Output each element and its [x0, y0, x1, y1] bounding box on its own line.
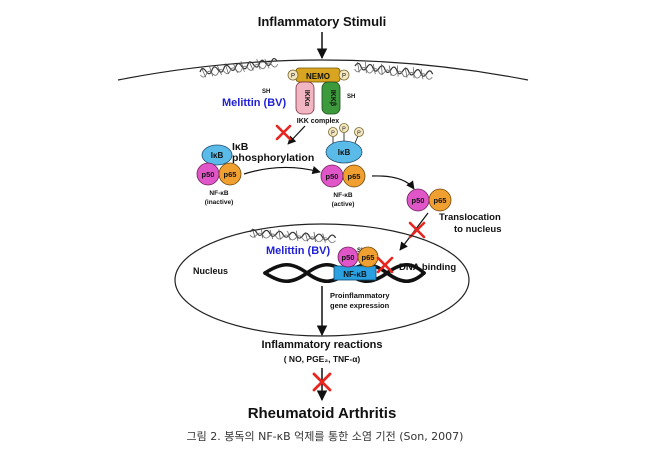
ikk-complex-label: IKK complex	[297, 118, 340, 125]
ikk-beta-label: IKKβ	[329, 90, 336, 107]
ikk-to-ikb-arrow	[287, 125, 306, 145]
nemo-label: NEMO	[306, 72, 330, 81]
p50-free-label: p50	[412, 196, 425, 205]
phosphate-ikb-3	[354, 127, 364, 137]
phosphate-ikb-1	[328, 127, 338, 137]
inactive-label: (inactive)	[205, 199, 234, 206]
p65-bound-label: p65	[362, 253, 375, 262]
melittin-helix-left	[198, 55, 279, 79]
outcome-label: Rheumatoid Arthritis	[248, 405, 397, 422]
melittin-top-label: Melittin (BV)	[222, 97, 286, 109]
p50-inactive-label: p50	[202, 170, 215, 179]
phosphorylation-label: IκB phosphorylation	[232, 141, 314, 164]
nfkb-inactive-label: NF-κB	[209, 190, 228, 197]
nucleus-label: Nucleus	[193, 266, 228, 276]
figure-caption: 그림 2. 봉독의 NF-κB 억제를 통한 소염 기전 (Son, 2007)	[186, 430, 464, 443]
ikb-inactive	[201, 144, 233, 166]
inhibit-mark-outcome	[312, 372, 332, 392]
release-arrow	[371, 175, 415, 190]
p65-active	[342, 164, 366, 188]
cell-membrane	[117, 59, 529, 81]
inflammatory-reactions-label: Inflammatory reactions	[261, 339, 382, 351]
phosphate-ikb-1-label: P	[331, 131, 335, 137]
phosphate-ikk-right	[338, 69, 350, 81]
phosphate-ikb-2	[339, 123, 349, 133]
phosphate-ikk-left-label: P	[291, 74, 295, 80]
melittin-helix-nucleus	[248, 226, 337, 245]
inhibit-mark-dna	[376, 256, 394, 274]
ikk-beta-subunit	[321, 81, 341, 115]
active-label: (active)	[332, 201, 355, 208]
p65-inactive	[218, 162, 242, 186]
dna-binding-label: DNA binding	[399, 262, 456, 273]
gene-expression-label: Proinflammatory gene expression	[330, 291, 392, 310]
mediators-label: ( NO, PGE₂, TNF-α)	[284, 354, 361, 364]
stimuli-label: Inflammatory Stimuli	[258, 14, 387, 29]
p50-active-label: p50	[326, 172, 339, 181]
sh-label-right: SH	[347, 94, 355, 100]
nfkb-active-label: NF-κB	[333, 192, 352, 199]
phosphate-ikb-3-label: P	[357, 131, 361, 137]
p50-bound-label: p50	[342, 253, 355, 262]
p65-free-label: p65	[434, 196, 447, 205]
p65-active-label: p65	[348, 172, 361, 181]
ikb-active-label: IκB	[338, 148, 351, 157]
inhibit-mark-translocation	[408, 221, 426, 239]
melittin-helix-right	[353, 60, 434, 81]
sh-label-left: SH	[262, 89, 270, 95]
inhibit-mark-ikk	[275, 124, 292, 141]
activation-arrow	[243, 166, 321, 175]
ikk-alpha-label: IKKα	[303, 90, 310, 107]
phosphate-ikk-left	[287, 69, 299, 81]
phosphate-ikk-right-label: P	[342, 74, 346, 80]
p65-free	[428, 188, 452, 212]
p65-inactive-label: p65	[224, 170, 237, 179]
ikk-alpha-subunit	[295, 81, 315, 115]
nfkb-bound-box	[333, 265, 377, 281]
melittin-nucleus-label: Melittin (BV)	[266, 245, 330, 257]
ikb-inactive-label: IκB	[211, 151, 224, 160]
phosphate-ikb-2-label: P	[342, 127, 346, 133]
nfkb-bound-label: NF-κB	[343, 270, 367, 279]
translocation-label: Translocation to nucleus	[439, 212, 503, 235]
